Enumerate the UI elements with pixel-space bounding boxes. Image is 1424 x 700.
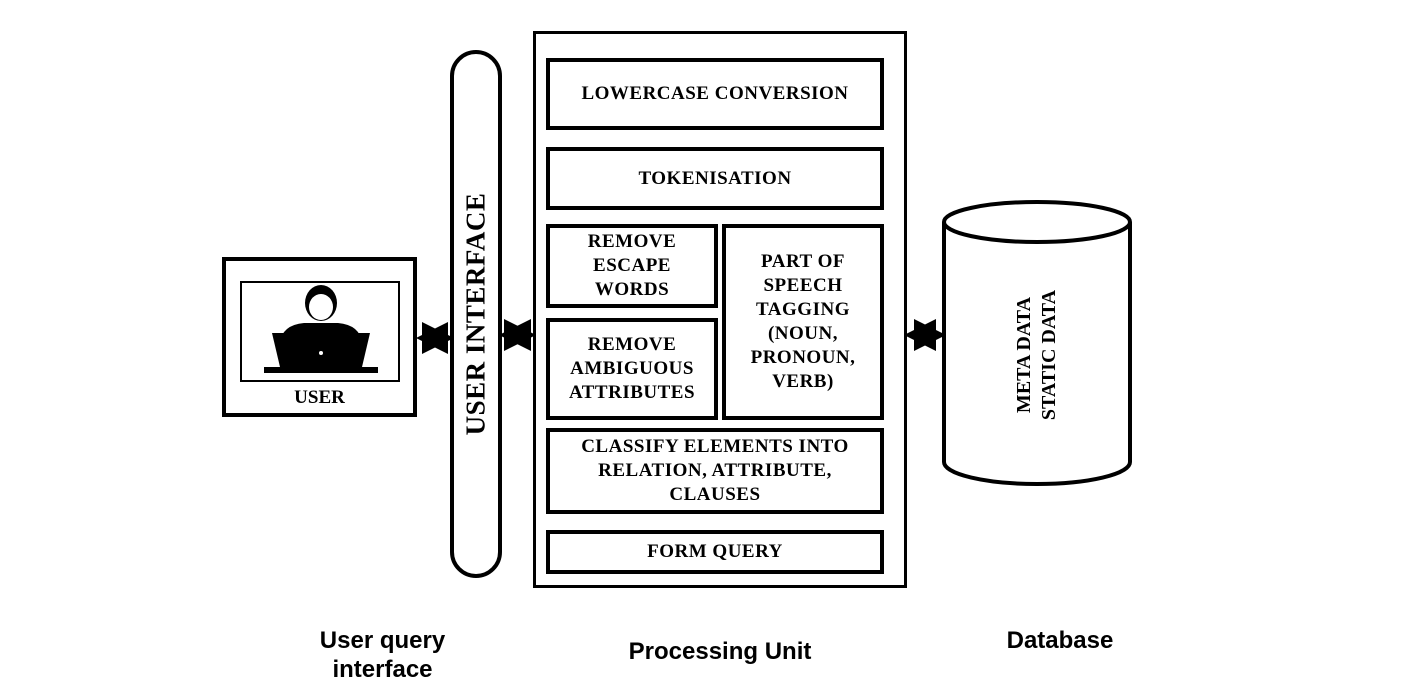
step-remove-ambiguous-attributes: REMOVE AMBIGUOUS ATTRIBUTES: [546, 318, 718, 420]
caption-processing-unit: Processing Unit: [628, 638, 812, 665]
step-classify-elements: CLASSIFY ELEMENTS INTO RELATION, ATTRIBU…: [546, 428, 884, 514]
user-interface-label: USER INTERFACE: [460, 192, 491, 436]
user-interface-bar: [450, 50, 502, 578]
step-tokenisation: TOKENISATION: [546, 147, 884, 210]
step-remove-escape-words: REMOVE ESCAPE WORDS: [546, 224, 718, 308]
user-terminal: USER: [222, 257, 417, 417]
step-part-of-speech-tagging: PART OF SPEECH TAGGING (NOUN, PRONOUN, V…: [722, 224, 884, 420]
user-screen: [240, 281, 400, 382]
database-line-static: STATIC DATA: [1038, 289, 1060, 421]
caption-user-query-interface: User query interface: [319, 627, 446, 683]
user-label: USER: [294, 387, 345, 408]
database-contents: META DATA STATIC DATA: [1012, 290, 1062, 420]
caption-database: Database: [1006, 627, 1114, 654]
user-laptop-icon: [264, 285, 378, 373]
step-lowercase-conversion: LOWERCASE CONVERSION: [546, 58, 884, 130]
database-cylinder: [942, 200, 1132, 486]
database-line-meta: META DATA: [1013, 296, 1035, 414]
step-form-query: FORM QUERY: [546, 530, 884, 574]
